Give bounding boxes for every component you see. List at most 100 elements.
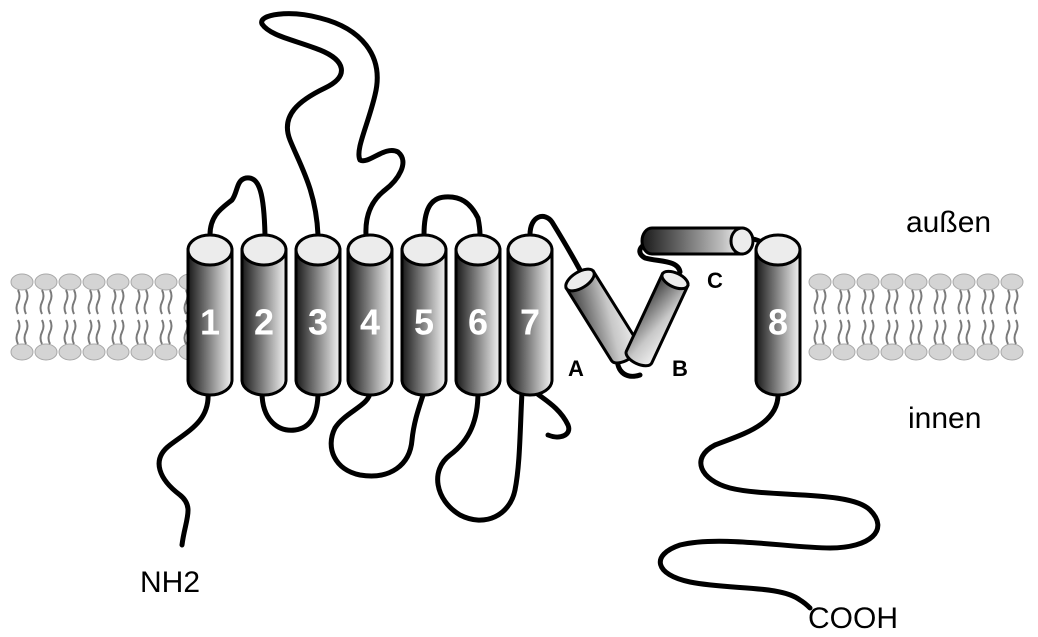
helix-4: 4 bbox=[348, 235, 392, 395]
lipid-head bbox=[1001, 344, 1023, 360]
lipid-head bbox=[977, 274, 999, 290]
lipid-tail bbox=[73, 290, 76, 314]
lipid-tail bbox=[137, 320, 140, 344]
loop-3-4-extracellular bbox=[262, 14, 403, 235]
helix-label-3: 3 bbox=[308, 302, 328, 343]
lipid-tail bbox=[863, 290, 866, 314]
lipid-tail bbox=[815, 290, 818, 314]
lipid-tail bbox=[49, 290, 52, 314]
lipid-head bbox=[155, 344, 177, 360]
lipid-tail bbox=[911, 320, 914, 344]
helix-label-1: 1 bbox=[200, 302, 220, 343]
lipid-tail bbox=[41, 290, 44, 314]
lipid-tail bbox=[145, 290, 148, 314]
helix-7: 7 bbox=[508, 235, 552, 395]
lipid-tail bbox=[935, 290, 938, 314]
helix-label-6: 6 bbox=[468, 302, 488, 343]
lipid-tail bbox=[943, 290, 946, 314]
lipid-head bbox=[857, 274, 879, 290]
helix-label-8: 8 bbox=[768, 302, 788, 343]
lipid-head bbox=[953, 344, 975, 360]
lipid-tail bbox=[967, 290, 970, 314]
lipid-head bbox=[833, 344, 855, 360]
lipid-tail bbox=[871, 290, 874, 314]
lipid-tail bbox=[113, 290, 116, 314]
helix-5: 5 bbox=[402, 235, 446, 395]
lipid-head bbox=[11, 344, 33, 360]
lipid-head bbox=[809, 274, 831, 290]
helix-cap bbox=[188, 235, 232, 265]
lipid-head bbox=[1001, 274, 1023, 290]
helix-label-5: 5 bbox=[414, 302, 434, 343]
lipid-head bbox=[131, 344, 153, 360]
lipid-tail bbox=[73, 320, 76, 344]
lipid-tail bbox=[17, 320, 20, 344]
lipid-tail bbox=[823, 320, 826, 344]
lipid-tail bbox=[935, 320, 938, 344]
lipid-tail bbox=[97, 290, 100, 314]
lipid-tail bbox=[847, 290, 850, 314]
helix-segment-b bbox=[623, 268, 690, 370]
lipid-tail bbox=[959, 320, 962, 344]
lipid-tail bbox=[847, 320, 850, 344]
lipid-tail bbox=[17, 290, 20, 314]
lipid-tail bbox=[1015, 290, 1018, 314]
n-terminal-tail bbox=[159, 392, 208, 545]
helix-segment-c bbox=[642, 228, 753, 254]
lipid-head bbox=[809, 344, 831, 360]
lipid-tail bbox=[887, 290, 890, 314]
lipid-head bbox=[83, 344, 105, 360]
lipid-tail bbox=[49, 320, 52, 344]
lipid-tail bbox=[89, 290, 92, 314]
lipid-tail bbox=[967, 320, 970, 344]
lipid-tail bbox=[161, 320, 164, 344]
lipid-tail bbox=[161, 290, 164, 314]
lipid-tail bbox=[145, 320, 148, 344]
lipid-tail bbox=[25, 320, 28, 344]
lipid-tail bbox=[1007, 320, 1010, 344]
helix-3: 3 bbox=[296, 235, 340, 395]
lipid-tail bbox=[983, 320, 986, 344]
helix-cap bbox=[456, 235, 500, 265]
lipid-tail bbox=[919, 320, 922, 344]
lipid-tail bbox=[1007, 290, 1010, 314]
lipid-tail bbox=[983, 290, 986, 314]
lipid-head bbox=[107, 344, 129, 360]
lipid-head bbox=[977, 344, 999, 360]
lipid-tail bbox=[25, 290, 28, 314]
lipid-tail bbox=[169, 290, 172, 314]
c-terminus-label: COOH bbox=[808, 602, 898, 635]
lipid-head bbox=[131, 274, 153, 290]
segment-label-a: A bbox=[568, 356, 584, 381]
lipid-head bbox=[929, 344, 951, 360]
lipid-head bbox=[905, 274, 927, 290]
lipid-head bbox=[59, 344, 81, 360]
helix-cap bbox=[348, 235, 392, 265]
lipid-head bbox=[35, 344, 57, 360]
lipid-tail bbox=[113, 320, 116, 344]
helix-label-2: 2 bbox=[254, 302, 274, 343]
lipid-tail bbox=[137, 290, 140, 314]
segment-label-c: C bbox=[707, 268, 723, 293]
lipid-tail bbox=[1015, 320, 1018, 344]
lipid-tail bbox=[991, 320, 994, 344]
loop-5-6-extracellular bbox=[424, 197, 480, 235]
membrane-bilayer-left bbox=[11, 274, 201, 360]
lipid-tail bbox=[895, 290, 898, 314]
helix-1: 1 bbox=[188, 235, 232, 395]
lipid-tail bbox=[943, 320, 946, 344]
lipid-head bbox=[59, 274, 81, 290]
helix-2: 2 bbox=[242, 235, 286, 395]
helix-cap bbox=[296, 235, 340, 265]
helix-8: 8 bbox=[756, 235, 800, 395]
helix-cap bbox=[242, 235, 286, 265]
lipid-tail bbox=[839, 320, 842, 344]
lipid-head bbox=[857, 344, 879, 360]
lipid-head bbox=[11, 274, 33, 290]
lipid-head bbox=[905, 344, 927, 360]
lipid-tail bbox=[65, 290, 68, 314]
segment-label-b: B bbox=[672, 356, 688, 381]
helix-6: 6 bbox=[456, 235, 500, 395]
helix-label-4: 4 bbox=[360, 302, 380, 343]
